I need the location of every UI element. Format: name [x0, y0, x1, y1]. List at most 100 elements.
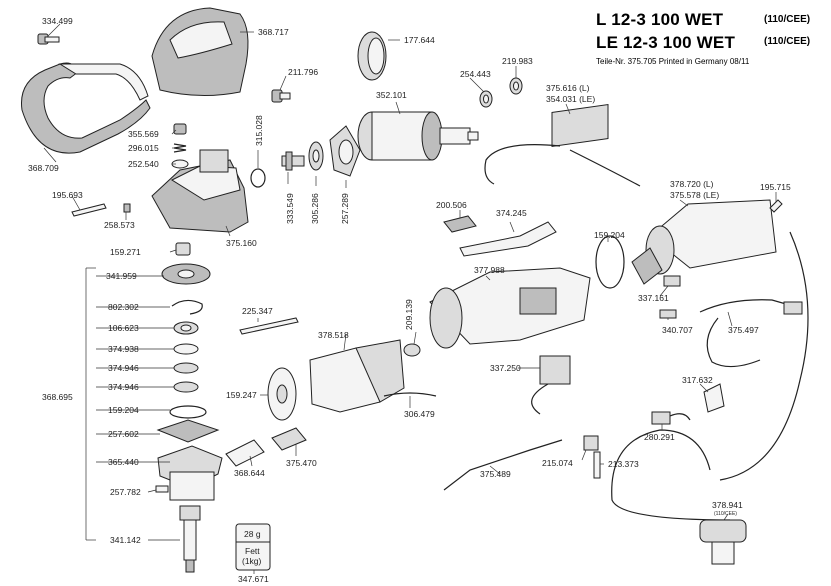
- handle-icon: [20, 62, 151, 154]
- label-195715: 195.715: [760, 182, 791, 192]
- bushing-icon: [403, 343, 421, 357]
- cable-clamp-icon: [583, 435, 599, 451]
- label-340707: 340.707: [662, 325, 693, 335]
- bushing-icon: [175, 242, 191, 256]
- part-labels: 334.499 368.717 177.644 211.796 352.101 …: [28, 16, 791, 584]
- flange-icon: [329, 125, 361, 177]
- leader-lines: [43, 23, 777, 574]
- gear-assembly-bracket: [85, 267, 96, 541]
- spindle-lock-icon: [173, 123, 187, 135]
- label-257602: 257.602: [108, 429, 139, 439]
- label-159204a: 159.204: [594, 230, 625, 240]
- label-347671: 347.671: [238, 574, 269, 584]
- bearing-icon: [173, 321, 199, 335]
- cable-grommet-icon: [663, 275, 681, 287]
- grease-weight: 28 g: [244, 529, 261, 539]
- bearing-icon: [308, 141, 324, 171]
- label-802302: 802.302: [108, 302, 139, 312]
- armature-icon: [357, 111, 479, 161]
- label-368709: 368.709: [28, 163, 59, 173]
- label-375497: 375.497: [728, 325, 759, 335]
- electronics-icon: [484, 103, 641, 187]
- label-378941: 378.941: [712, 500, 743, 510]
- grease-tin: (1kg): [242, 556, 262, 566]
- label-315028: 315.028: [254, 115, 264, 146]
- label-341959: 341.959: [106, 271, 137, 281]
- label-254443: 254.443: [460, 69, 491, 79]
- wire-icon: [383, 392, 437, 397]
- label-200506: 200.506: [436, 200, 467, 210]
- model-title-le: LE 12-3 100 WET: [596, 33, 736, 52]
- bearing-flange-icon: [157, 445, 223, 501]
- screw-icon: [71, 203, 107, 217]
- motor-housing-icon: [429, 267, 591, 349]
- label-375489: 375.489: [480, 469, 511, 479]
- label-365440: 365.440: [108, 457, 139, 467]
- label-375160: 375.160: [226, 238, 257, 248]
- label-219983: 219.983: [502, 56, 533, 66]
- label-177644: 177.644: [404, 35, 435, 45]
- screw-icon: [155, 485, 169, 493]
- pinion-icon: [281, 151, 305, 171]
- gear-housing-icon: [151, 149, 249, 233]
- grease-tin-icon: [235, 523, 271, 571]
- connector-icon: [651, 411, 691, 425]
- label-225347: 225.347: [242, 306, 273, 316]
- label-355569: 355.569: [128, 129, 159, 139]
- pcd-plug-icon: [611, 231, 809, 565]
- label-368644: 368.644: [234, 468, 265, 478]
- capacitor-icon: [531, 355, 571, 415]
- screw-icon: [769, 199, 783, 213]
- wire-icon: [443, 439, 563, 491]
- label-374245: 374.245: [496, 208, 527, 218]
- label-257289: 257.289: [340, 193, 350, 224]
- label-375578: 375.578 (LE): [670, 190, 719, 200]
- motor-housing-cover-icon: [631, 199, 777, 285]
- screw-icon: [239, 317, 299, 335]
- label-378518: 378.518: [318, 330, 349, 340]
- screw-icon: [593, 451, 601, 479]
- label-209139: 209.139: [404, 299, 414, 330]
- water-hose-icon: [699, 299, 803, 368]
- screw-icon: [271, 89, 291, 103]
- label-375616: 375.616 (L): [546, 83, 590, 93]
- fan-icon: [357, 31, 387, 81]
- carbon-brush-icon: [225, 439, 265, 467]
- model-variant-le: (110/CEE): [764, 36, 811, 47]
- label-296015: 296.015: [128, 143, 159, 153]
- grease-name: Fett: [245, 546, 260, 556]
- o-ring-icon: [169, 405, 207, 419]
- label-341142: 341.142: [110, 535, 141, 545]
- label-106623: 106.623: [108, 323, 139, 333]
- bearing-icon: [479, 90, 493, 108]
- seal-icon: [173, 362, 199, 374]
- label-374946a: 374.946: [108, 363, 139, 373]
- label-195693: 195.693: [52, 190, 83, 200]
- circlip-icon: [171, 299, 203, 315]
- connector-icon: [659, 309, 677, 319]
- document-subtitle: Teile-Nr. 375.705 Printed in Germany 08/…: [596, 57, 750, 66]
- label-159204b: 159.204: [108, 405, 139, 415]
- model-title-l: L 12-3 100 WET: [596, 10, 724, 29]
- model-variant-l: (110/CEE): [764, 14, 811, 25]
- label-378720: 378.720 (L): [670, 179, 714, 189]
- label-337161: 337.161: [638, 293, 669, 303]
- label-374946b: 374.946: [108, 382, 139, 392]
- flange-icon: [156, 419, 220, 443]
- label-377988: 377.988: [474, 265, 505, 275]
- label-354031: 354.031 (LE): [546, 94, 595, 104]
- label-305286: 305.286: [310, 193, 320, 224]
- label-333549: 333.549: [285, 193, 295, 224]
- spindle-icon: [179, 505, 201, 573]
- label-252540: 252.540: [128, 159, 159, 169]
- o-ring-icon: [250, 168, 266, 188]
- label-159271: 159.271: [110, 247, 141, 257]
- seal-icon: [173, 343, 199, 355]
- label-352101: 352.101: [376, 90, 407, 100]
- label-374938: 374.938: [108, 344, 139, 354]
- gear-cover-icon: [151, 7, 249, 97]
- bearing-icon: [509, 77, 523, 95]
- label-368695: 368.695: [42, 392, 73, 402]
- label-plug-variant: (110/CEE): [714, 511, 737, 517]
